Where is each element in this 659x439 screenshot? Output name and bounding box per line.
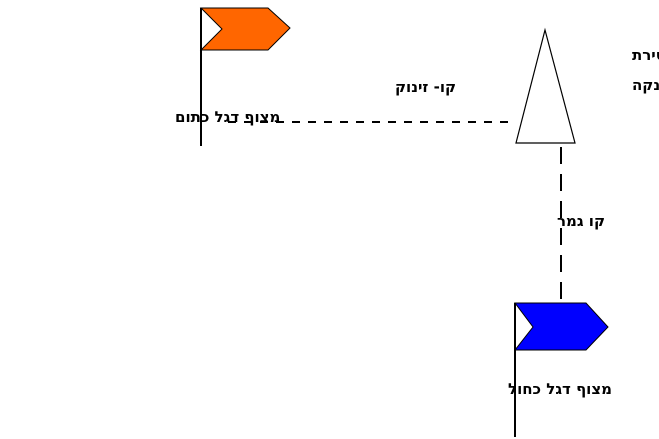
orange-buoy-label: מצוף דגל כתום xyxy=(175,108,280,126)
start-boat-label-line1: סירת xyxy=(632,46,659,64)
start-boat-label-line2: הזנקה xyxy=(632,76,659,94)
start-line-label: קו- זינוק xyxy=(395,78,456,96)
orange-flag xyxy=(199,7,291,51)
orange-flag-buoy xyxy=(199,7,291,146)
start-boat-icon xyxy=(515,27,576,144)
blue-buoy-label: מצוף דגל כחול xyxy=(508,380,612,398)
finish-line-label: קו גמר xyxy=(557,212,605,230)
blue-flag xyxy=(513,302,609,351)
blue-flag-buoy xyxy=(513,302,609,437)
